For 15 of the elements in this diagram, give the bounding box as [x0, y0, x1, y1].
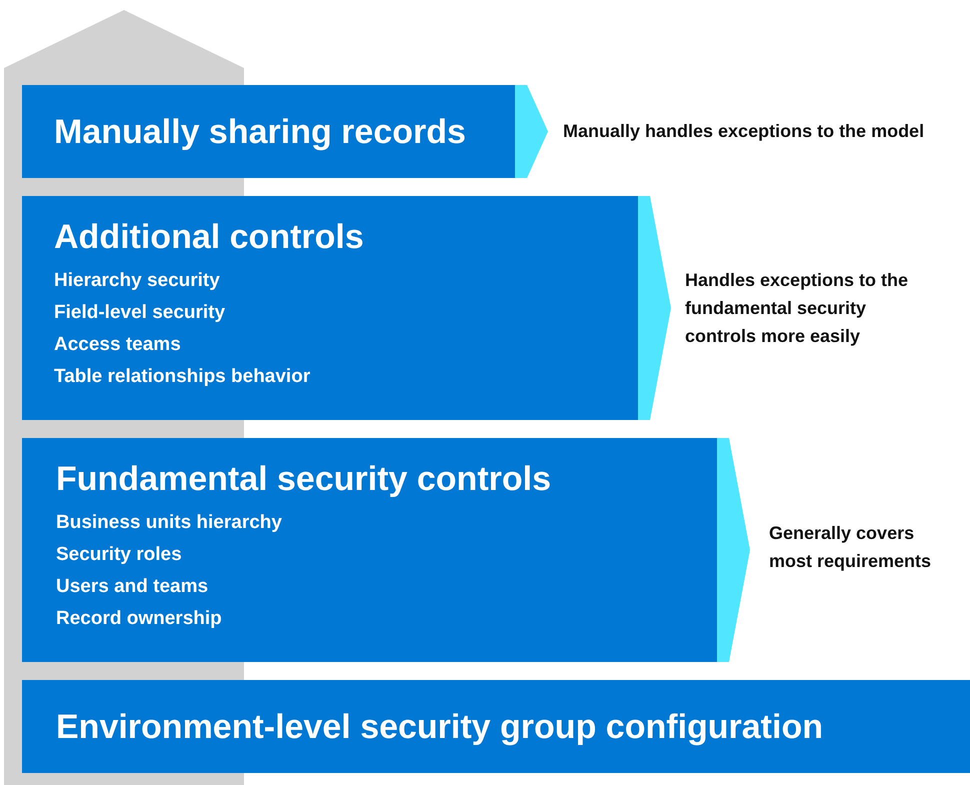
- layer-heading: Manually sharing records: [54, 112, 466, 152]
- layer-heading: Environment-level security group configuration: [56, 706, 823, 746]
- layer-item: Hierarchy security: [54, 269, 220, 293]
- layer-item: Table relationships behavior: [54, 365, 310, 389]
- layer-heading: Additional controls: [54, 217, 364, 257]
- side-note: Handles exceptions to the fundamental security controls more easily: [685, 269, 910, 348]
- layer-item: Security roles: [56, 543, 182, 567]
- side-note: Generally covers most requirements: [769, 522, 932, 573]
- layer-item: Business units hierarchy: [56, 511, 282, 535]
- layer-heading: Fundamental security controls: [56, 459, 551, 499]
- layer-item: Access teams: [54, 333, 181, 357]
- layer-item: Users and teams: [56, 575, 208, 599]
- layer-item: Field-level security: [54, 301, 226, 325]
- side-note: Manually handles exceptions to the model: [563, 120, 926, 143]
- layer-item: Record ownership: [56, 607, 222, 631]
